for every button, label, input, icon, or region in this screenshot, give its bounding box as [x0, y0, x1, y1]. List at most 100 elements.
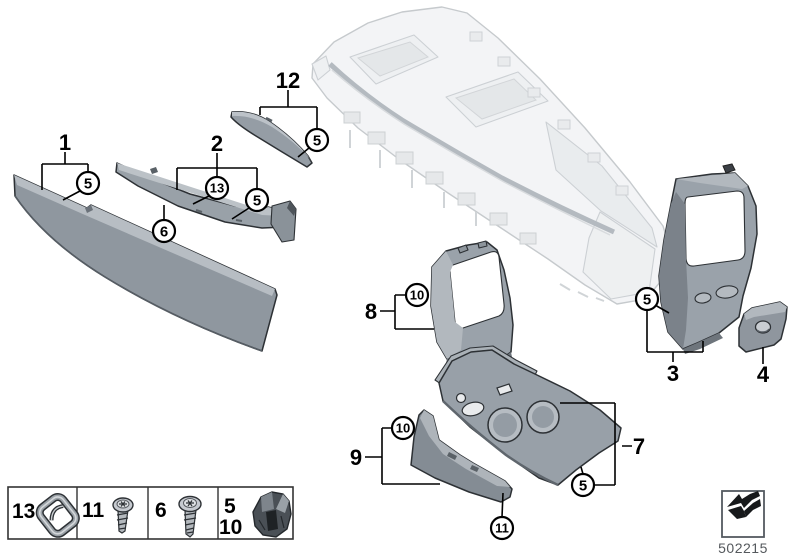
- part-1-face[interactable]: [13, 174, 278, 352]
- callout-label-7[interactable]: 7: [633, 434, 645, 459]
- part-4-hole-shadow: [756, 328, 770, 333]
- legend-cell-5-10[interactable]: 5 10: [219, 491, 292, 539]
- part-3-top-face: [676, 173, 748, 189]
- part-8-opening: [449, 251, 505, 329]
- part-4-cover-plate[interactable]: [738, 301, 788, 353]
- sheet-metal-spring-nut-icon: [35, 492, 80, 538]
- callout-8-bracket: [380, 294, 434, 330]
- diagram-number: 502215: [718, 540, 768, 556]
- callout-12-bracket: [259, 90, 318, 158]
- console-detail: [527, 87, 541, 98]
- console-detail: [469, 31, 483, 42]
- part-4-top-face: [744, 302, 787, 320]
- part-1-step-notch: [85, 205, 93, 213]
- legend-icon-part: [258, 515, 285, 531]
- part-3-clip: [722, 163, 736, 174]
- legend-icon-part: [116, 512, 129, 530]
- callout-label-1[interactable]: 1: [59, 130, 71, 155]
- self-tapping-screw-icon: [112, 497, 134, 534]
- console-mid-opening-inner: [454, 78, 537, 120]
- console-rear-face: [582, 211, 656, 300]
- part-9-side-trim[interactable]: [410, 409, 513, 503]
- callout-circle-10-part8[interactable]: [404, 282, 430, 308]
- console-detail: [489, 212, 508, 226]
- legend-cell-6[interactable]: 6: [155, 495, 202, 538]
- callout-circle-6-part2[interactable]: [151, 218, 177, 244]
- fastener-legend: 13 11 6: [7, 486, 294, 540]
- part-3-left-pillar: [659, 192, 688, 349]
- part-12-blade-trim[interactable]: [230, 110, 313, 168]
- callout-circle-5-part2[interactable]: [244, 187, 270, 213]
- return-arrow-icon: [727, 491, 761, 519]
- console-detail: [457, 192, 476, 206]
- console-detail: [519, 232, 537, 245]
- circled-callouts[interactable]: 5 13 5 6 5 10 5 10 11 5: [75, 127, 660, 541]
- callout-9-bracket: [365, 427, 440, 485]
- callout-circle-11-part9[interactable]: [489, 515, 515, 541]
- console-detail: [497, 56, 511, 67]
- part-7-bottom-edge: [442, 400, 559, 487]
- part-7-cupholder-panel[interactable]: [434, 345, 622, 487]
- callout-circle-5-part3-label: 5: [643, 292, 651, 309]
- arrow-head-side: [728, 506, 746, 519]
- callout-label-12[interactable]: 12: [276, 68, 300, 93]
- part-7-rect-cutout: [496, 383, 513, 396]
- legend-cell-13[interactable]: 13: [12, 492, 80, 538]
- part-2-end-bracket-cap: [287, 201, 296, 216]
- callout-circle-10-part9-label: 10: [396, 421, 410, 436]
- console-detail: [367, 131, 386, 145]
- callout-circle-5-part12[interactable]: [304, 127, 330, 153]
- callout-circle-5-part1-label: 5: [84, 176, 92, 193]
- callout-circle-5-part2-label: 5: [253, 193, 261, 210]
- callout-3-bracket: [646, 304, 704, 362]
- callout-circle-10-part9[interactable]: [390, 415, 416, 441]
- legend-ref-13: 13: [12, 500, 35, 523]
- part-12-clip-tab: [265, 116, 273, 123]
- part-8-rear-panel-frame[interactable]: [430, 240, 514, 366]
- console-detail: [395, 151, 414, 165]
- callout-circle-5-part1[interactable]: [75, 170, 101, 196]
- legend-ref-5: 5: [224, 495, 236, 518]
- part-2-top-face: [117, 163, 285, 216]
- part-3-oval-recess: [694, 292, 712, 304]
- console-topedge-details: [469, 31, 629, 196]
- console-detail: [425, 171, 444, 185]
- legend-icon-part: [261, 492, 274, 512]
- part-4-hole: [754, 320, 772, 334]
- callout-label-4[interactable]: 4: [757, 362, 770, 387]
- legend-icon-part: [119, 501, 127, 507]
- legend-icon-part: [186, 500, 194, 507]
- arrow-side: [744, 499, 761, 517]
- part-7-round-cutout: [455, 392, 467, 404]
- callout-label-2[interactable]: 2: [211, 131, 223, 156]
- part-2-clip-tab: [150, 167, 158, 174]
- console-detail: [615, 185, 629, 196]
- callout-circle-11-part9-label: 11: [495, 521, 509, 536]
- legend-icon-part: [266, 510, 278, 531]
- callout-label-9[interactable]: 9: [350, 445, 362, 470]
- legend-ref-6: 6: [155, 499, 167, 522]
- part-7-cupholder-left-recess: [493, 413, 517, 437]
- console-detail: [587, 152, 601, 163]
- callout-1-bracket: [41, 152, 89, 201]
- self-tapping-screw-icon: [178, 495, 202, 538]
- part-9-clip-tabs: [447, 452, 479, 472]
- callout-label-3[interactable]: 3: [667, 361, 679, 386]
- callout-circle-5-part3[interactable]: [634, 286, 660, 312]
- part-3-rear-panel-frame[interactable]: [658, 163, 758, 354]
- part-7-cupholder-right-recess: [532, 406, 554, 428]
- arrow-top: [727, 491, 760, 508]
- callout-circle-5-part7[interactable]: [570, 472, 596, 498]
- console-accent-strip: [328, 62, 616, 235]
- part-3-opening: [684, 190, 746, 267]
- legend-cell-11[interactable]: 11: [82, 497, 134, 534]
- part-9-top-face: [420, 410, 510, 487]
- part-7-oval-cutout: [461, 401, 485, 417]
- callout-lines: [41, 90, 764, 518]
- callout-circle-13-part2[interactable]: [204, 175, 230, 201]
- part-1-side-trim-strip[interactable]: [13, 174, 278, 352]
- callout-label-8[interactable]: 8: [365, 299, 377, 324]
- retaining-clip-icon: [252, 491, 292, 538]
- console-detail: [343, 111, 361, 124]
